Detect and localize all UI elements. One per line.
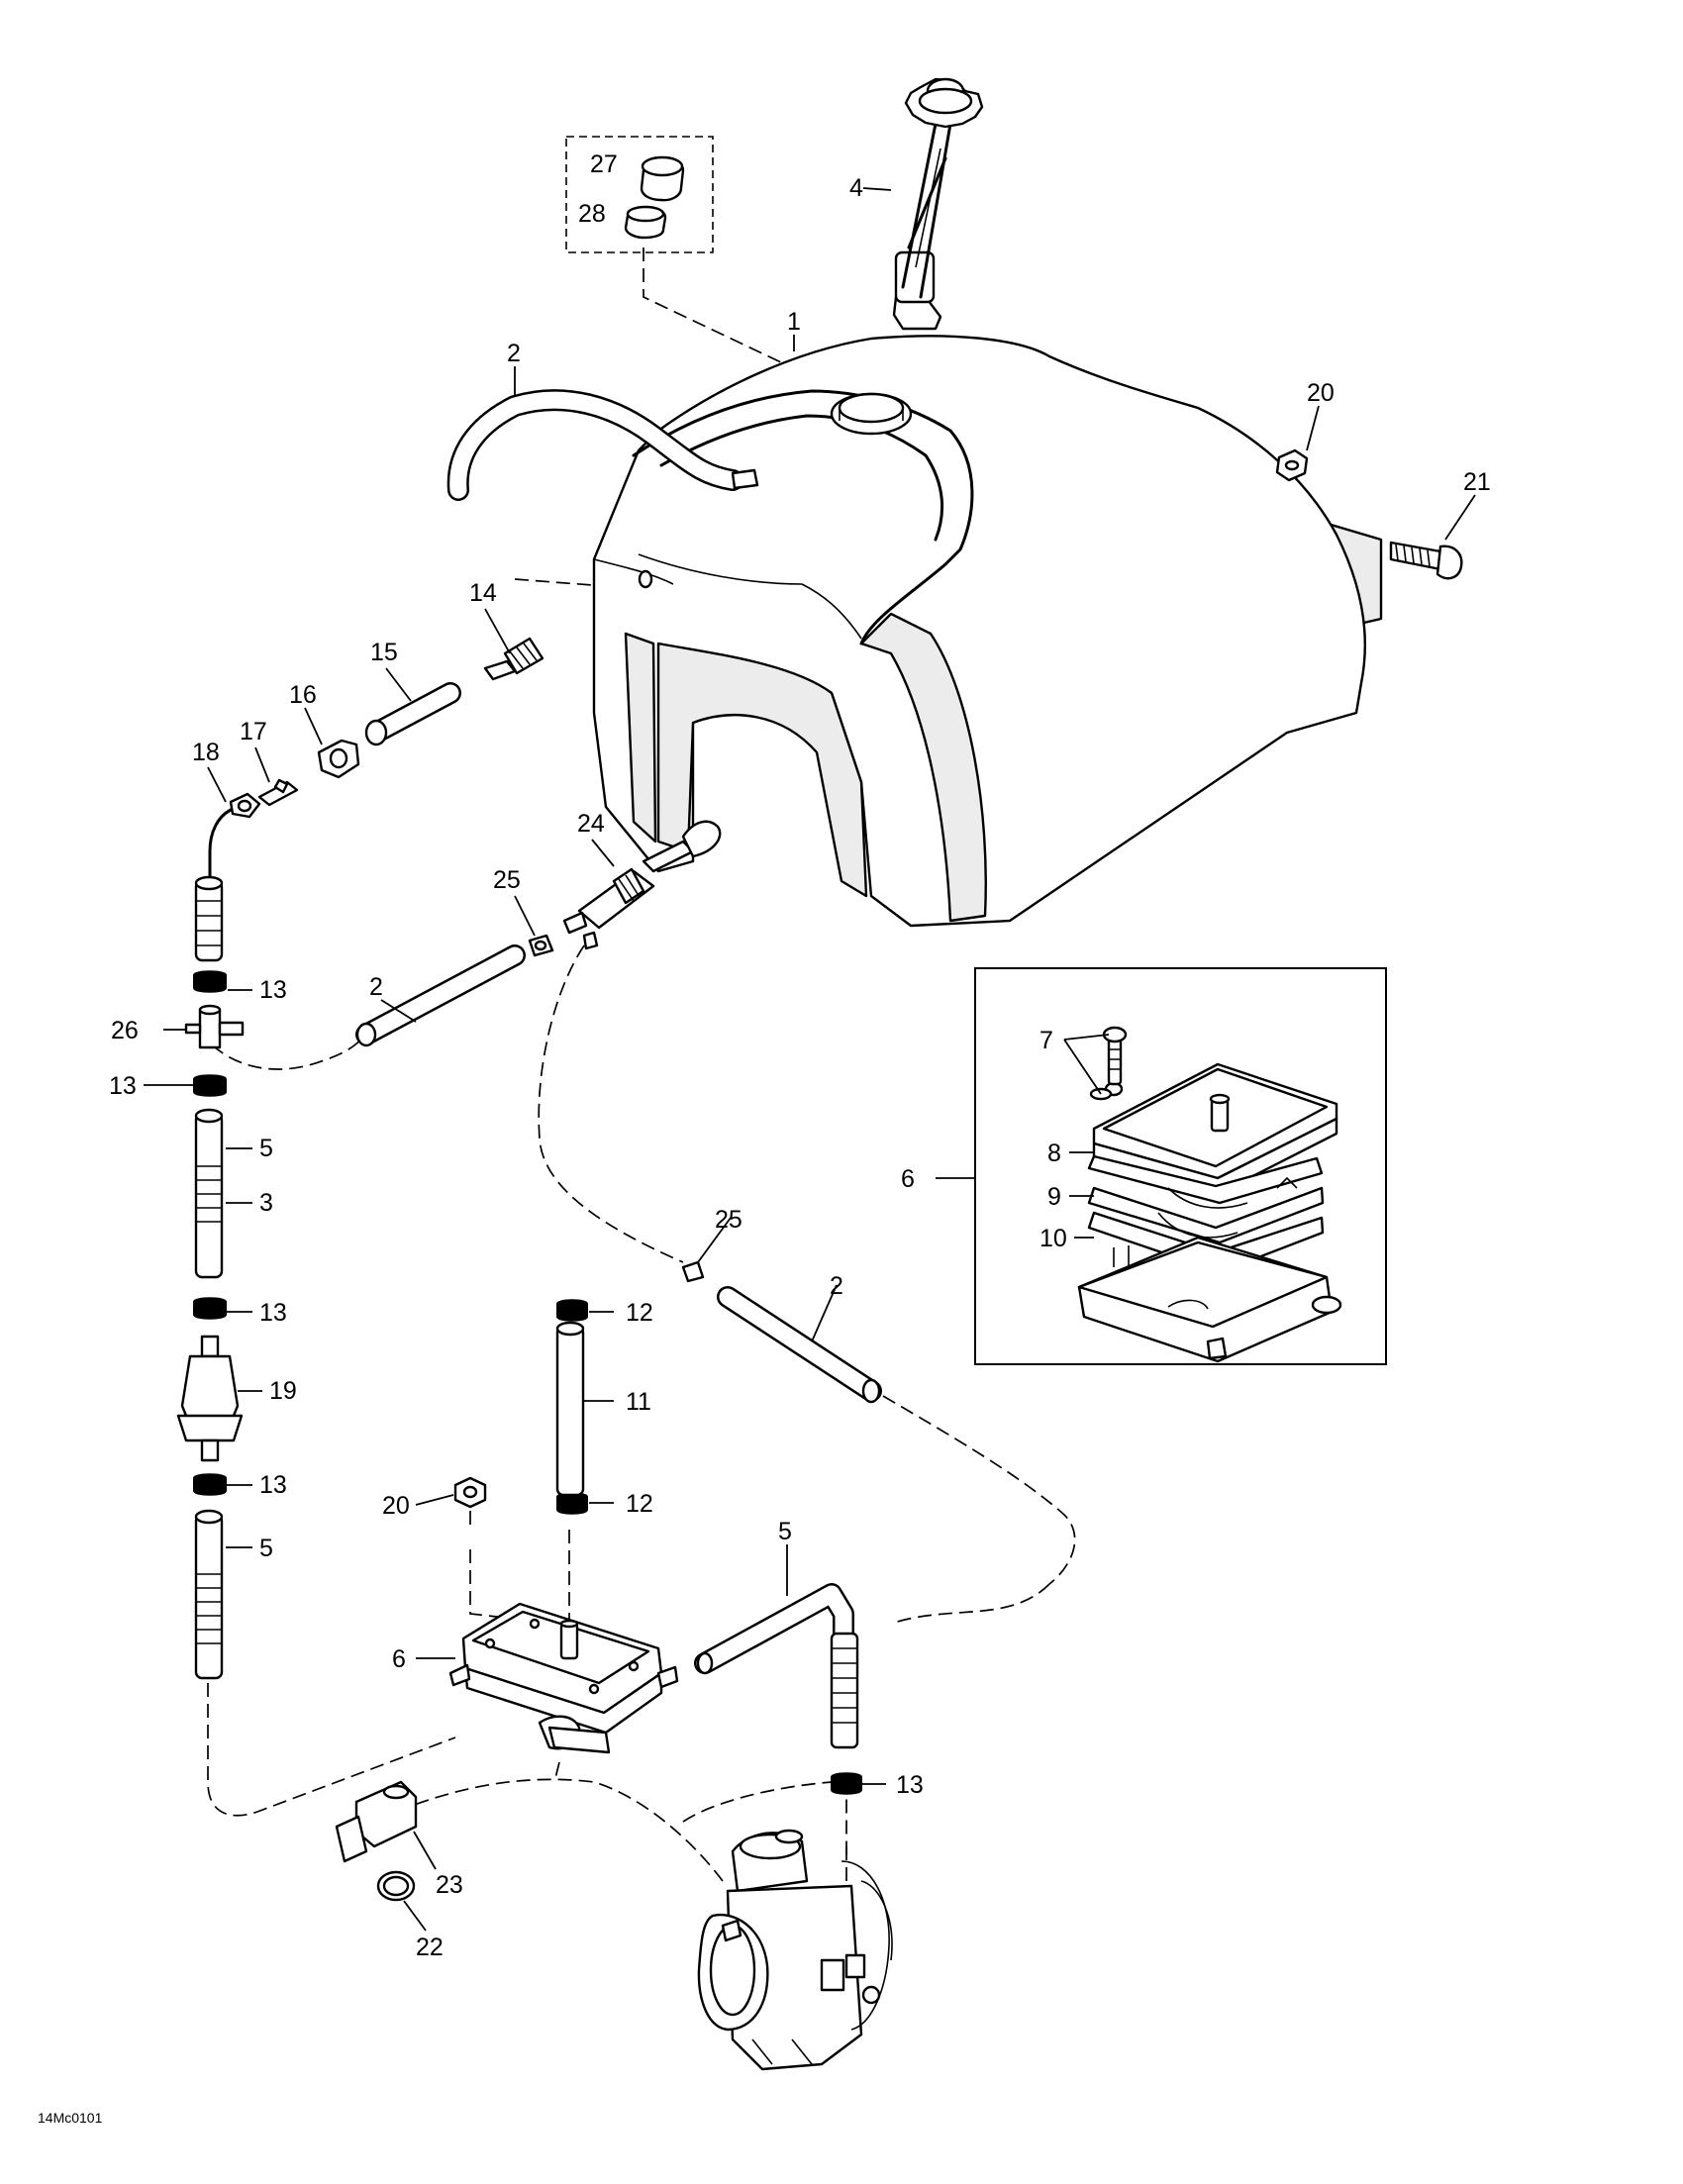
callout-11: 11	[626, 1388, 651, 1416]
left-hose-middle	[194, 1108, 224, 1279]
hose-clamps	[193, 970, 862, 1795]
hose-mid-left	[355, 944, 526, 1047]
callout-13-c: 13	[259, 1299, 287, 1327]
callout-27: 27	[590, 150, 618, 178]
fuel-pump-inset	[974, 967, 1387, 1365]
callout-3: 3	[259, 1189, 273, 1217]
vent-hose-top	[446, 389, 759, 501]
carburetor	[697, 1829, 893, 2071]
callout-6-lower: 6	[392, 1645, 406, 1673]
fuel-valve	[562, 820, 722, 950]
callout-8: 8	[1047, 1140, 1061, 1167]
callout-20-center: 20	[382, 1492, 410, 1520]
callout-4: 4	[849, 174, 863, 202]
fuel-filter	[176, 1335, 244, 1462]
callout-13-a: 13	[259, 976, 287, 1004]
nut-and-bolt-right	[1275, 448, 1463, 580]
callout-6-inset: 6	[901, 1165, 915, 1193]
callout-5-b: 5	[259, 1535, 273, 1562]
connector-and-seal	[335, 1780, 418, 1902]
callout-17: 17	[240, 718, 267, 745]
left-hose-bottom	[194, 1509, 224, 1680]
small-clamps	[528, 934, 705, 1283]
outlet-fittings	[208, 637, 544, 883]
plugs-kit	[565, 136, 714, 253]
callout-2-vent-hose: 2	[507, 340, 521, 367]
callout-16: 16	[289, 681, 317, 709]
callout-13-e: 13	[896, 1771, 924, 1799]
callout-5-a: 5	[259, 1135, 273, 1162]
callout-23: 23	[436, 1871, 463, 1899]
t-fitting	[184, 1004, 245, 1049]
callout-19: 19	[269, 1377, 297, 1405]
callout-28: 28	[578, 200, 606, 228]
fuel-pump-lower	[448, 1602, 679, 1754]
reference-code: 14Mc0101	[38, 2110, 103, 2126]
callout-18: 18	[192, 739, 220, 766]
fuel-tank	[592, 335, 1383, 928]
callout-14: 14	[469, 579, 497, 607]
callout-1: 1	[787, 308, 801, 336]
callout-5-c: 5	[778, 1518, 792, 1545]
callout-25-top: 25	[493, 866, 521, 894]
callout-9: 9	[1047, 1183, 1061, 1211]
callout-12-b: 12	[626, 1490, 653, 1518]
callout-7: 7	[1040, 1027, 1053, 1054]
pulse-hose	[555, 1321, 585, 1497]
leader-lines	[144, 187, 1476, 1932]
callout-25-mid: 25	[715, 1206, 742, 1234]
callout-labels: 1 2 4 27 28 20 21 14 15 16 17 18 24 25 2…	[38, 150, 1491, 2126]
hose-center	[717, 1286, 882, 1404]
callout-20-top: 20	[1307, 379, 1335, 407]
callout-26: 26	[111, 1017, 139, 1044]
fuel-level-sender	[892, 77, 984, 331]
bent-hose-lower	[694, 1583, 859, 1749]
callout-15: 15	[370, 639, 398, 666]
callout-22: 22	[416, 1934, 444, 1961]
callout-2-center-hose: 2	[830, 1272, 843, 1300]
left-hose-top	[194, 875, 224, 962]
callout-13-d: 13	[259, 1471, 287, 1499]
callout-21: 21	[1463, 468, 1491, 496]
callout-10: 10	[1040, 1225, 1067, 1252]
callout-12-a: 12	[626, 1299, 653, 1327]
callout-13-b: 13	[109, 1072, 137, 1100]
callout-24: 24	[577, 810, 605, 838]
callout-2-mid-hose: 2	[369, 973, 383, 1001]
nut-center	[453, 1476, 487, 1509]
